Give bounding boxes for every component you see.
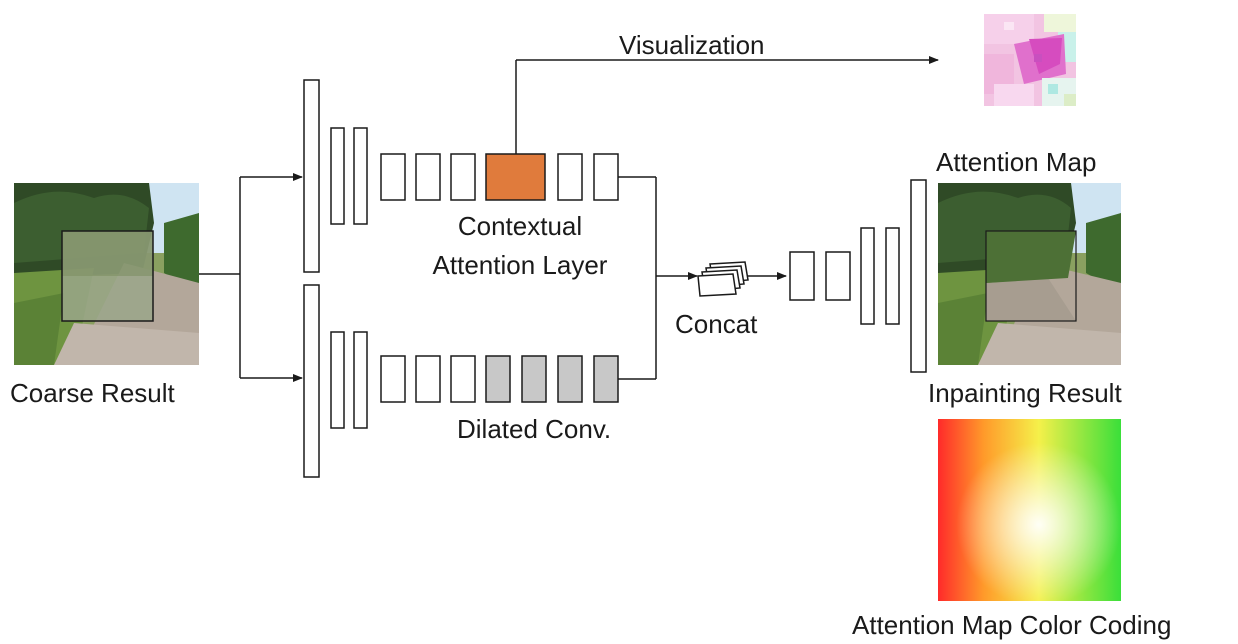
color-coding-label: Attention Map Color Coding [852,610,1172,640]
top-branch-blocks [303,79,619,273]
decoder-block-3 [860,227,875,325]
attention-visualization-image [984,14,1076,106]
coarse-result-label: Coarse Result [10,378,175,408]
dilated-conv-block-2 [521,355,547,403]
conv-block-bottom-3 [450,355,476,403]
inpainting-result-image [938,183,1121,365]
encoder-block-bottom-2 [330,331,345,429]
contextual-attention-block [485,153,546,201]
decoder-block-1 [789,251,815,301]
encoder-block-bottom-1 [303,284,320,478]
conv-block-top-5 [593,153,619,201]
decoder-block-4 [885,227,900,325]
encoder-block-top-2 [330,127,345,225]
input-connectors [199,173,303,382]
contextual-attention-label-line1: Contextual [457,211,583,241]
color-coding-image [938,419,1121,601]
conv-block-top-1 [380,153,406,201]
decoder-blocks [789,179,927,373]
visualization-arrow [515,56,939,154]
visualization-label: Visualization [619,30,765,60]
merge-connectors [618,176,787,380]
attention-map-label: Attention Map [936,147,1097,177]
decoder-block-5 [910,179,927,373]
encoder-block-bottom-3 [353,331,368,429]
coarse-result-image [14,183,199,365]
concat-label: Concat [675,309,758,339]
conv-block-bottom-1 [380,355,406,403]
dilated-conv-label: Dilated Conv. [457,414,612,444]
conv-block-bottom-2 [415,355,441,403]
conv-block-top-4 [557,153,583,201]
conv-block-top-2 [415,153,441,201]
dilated-conv-block-3 [557,355,583,403]
encoder-block-top-1 [303,79,320,273]
dilated-conv-block-4 [593,355,619,403]
conv-block-top-3 [450,153,476,201]
encoder-block-top-3 [353,127,368,225]
concat-stack-icon [697,261,749,297]
contextual-attention-label-line2: Attention Layer [432,250,608,280]
dilated-conv-block-1 [485,355,511,403]
bottom-branch-blocks [303,284,619,478]
inpainting-result-label: Inpainting Result [928,378,1122,408]
decoder-block-2 [825,251,851,301]
